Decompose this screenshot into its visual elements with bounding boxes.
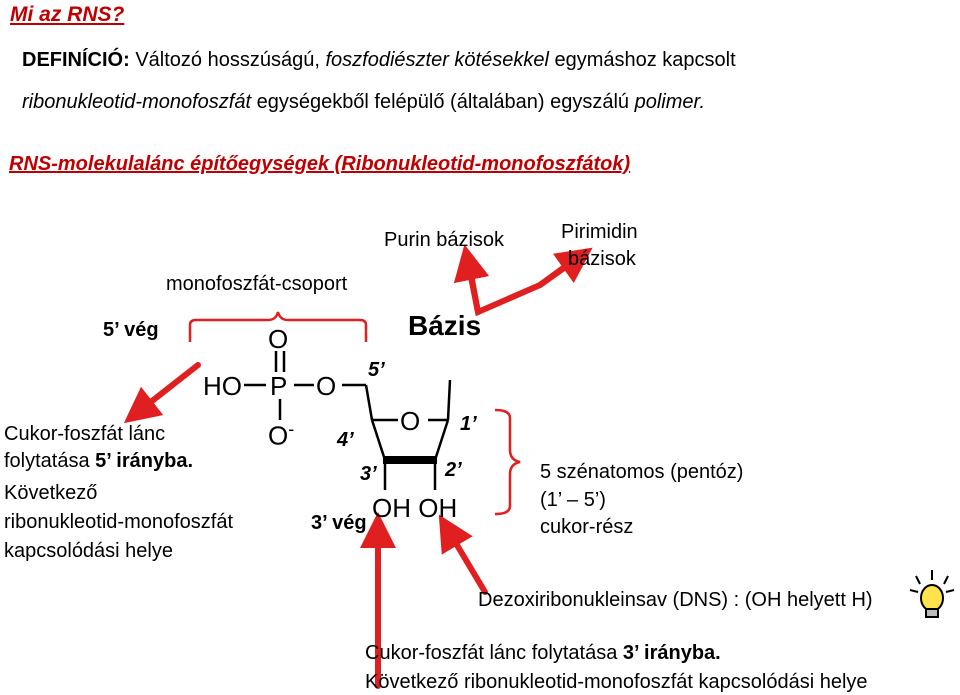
phosphate-o-minus-label: O- — [268, 420, 294, 449]
bottom-note-line-2: Következő ribonukleotid-monofoszfát kapc… — [365, 671, 868, 693]
c3-label: 3’ — [360, 463, 377, 485]
c5-label: 5’ — [368, 359, 385, 381]
monophosphate-bracket — [188, 311, 368, 342]
phosphate-group — [244, 351, 366, 420]
left-note-line-2-b: 5’ irányba. — [95, 450, 194, 472]
bottom-note-line-1-b: 3’ irányba. — [622, 642, 721, 664]
ribose-ring — [364, 379, 452, 490]
page-title: Mi az RNS? — [10, 3, 125, 26]
base-label: Bázis — [408, 310, 482, 341]
lightbulb-icon — [909, 570, 955, 618]
monophosphate-label: monofoszfát-csoport — [166, 273, 348, 295]
c4-label: 4’ — [337, 429, 354, 451]
bottom-note-line-1: Cukor-foszfát lánc folytatása 3’ irányba… — [365, 643, 721, 663]
pyrimidine-label-2: bázisok — [568, 248, 636, 270]
left-note-line-1: Cukor-foszfát lánc — [4, 423, 166, 445]
sugar-label-3: cukor-rész — [540, 516, 634, 538]
definition-text-5: egységekből felépülő (általában) egyszál… — [251, 91, 635, 113]
definition-label: DEFINÍCIÓ: — [22, 49, 130, 71]
definition-line-2: ribonukleotid-monofoszfát egységekből fe… — [22, 92, 705, 112]
definition-line-1: DEFINÍCIÓ: Változó hosszúságú, foszfodié… — [22, 50, 736, 70]
definition-text-2: foszfodiészter kötésekkel — [325, 49, 549, 71]
o-minus-o: O — [268, 420, 289, 451]
ring-o-label: O — [400, 406, 421, 436]
c2-label: 2’ — [445, 459, 462, 481]
definition-text-4: ribonukleotid-monofoszfát — [22, 91, 252, 113]
definition-text-1: Változó hosszúságú, — [129, 49, 326, 71]
left-note-line-2: folytatása 5’ irányba. — [4, 451, 193, 471]
sugar-bracket — [494, 408, 521, 516]
purine-arrow-head — [453, 244, 490, 315]
five-end-label: 5’ vég — [103, 319, 159, 341]
dns-label: Dezoxiribonukleinsav (DNS) : (OH helyett… — [478, 589, 873, 611]
definition-text-6: polimer. — [634, 91, 705, 113]
ho-label: HO — [203, 371, 242, 401]
purine-pyrimidine-arrow — [465, 255, 577, 317]
three-end-label: 3’ vég — [311, 512, 367, 534]
phosphate-bridge-o-label: O — [316, 371, 337, 401]
bottom-note-line-1-a: Cukor-foszfát lánc folytatása — [365, 642, 623, 664]
sugar-label-1: 5 szénatomos (pentóz) — [540, 461, 744, 483]
c1-label: 1’ — [460, 413, 477, 435]
five-end-arrow — [123, 362, 201, 424]
phosphorus-label: P — [270, 371, 288, 401]
definition-text-3: egymáshoz kapcsolt — [548, 49, 736, 71]
purine-label: Purin bázisok — [384, 229, 505, 251]
pyrimidine-label-1: Pirimidin — [561, 221, 638, 243]
phosphate-double-o-label: O — [268, 324, 289, 354]
o-minus-charge: - — [288, 419, 295, 439]
left-note-line-2-a: folytatása — [4, 450, 96, 472]
section-heading: RNS-molekulalánc építőegységek (Ribonukl… — [9, 153, 631, 175]
dns-arrow — [438, 514, 488, 595]
sugar-label-2: (1’ – 5’) — [540, 489, 606, 511]
left-note-line-3: Következő — [4, 482, 98, 504]
hydroxyl-groups-label: OH OH — [372, 493, 458, 523]
pyrimidine-arrow-head — [537, 247, 593, 288]
left-note-line-5: kapcsolódási helye — [4, 540, 173, 562]
left-note-line-4: ribonukleotid-monofoszfát — [4, 511, 234, 533]
